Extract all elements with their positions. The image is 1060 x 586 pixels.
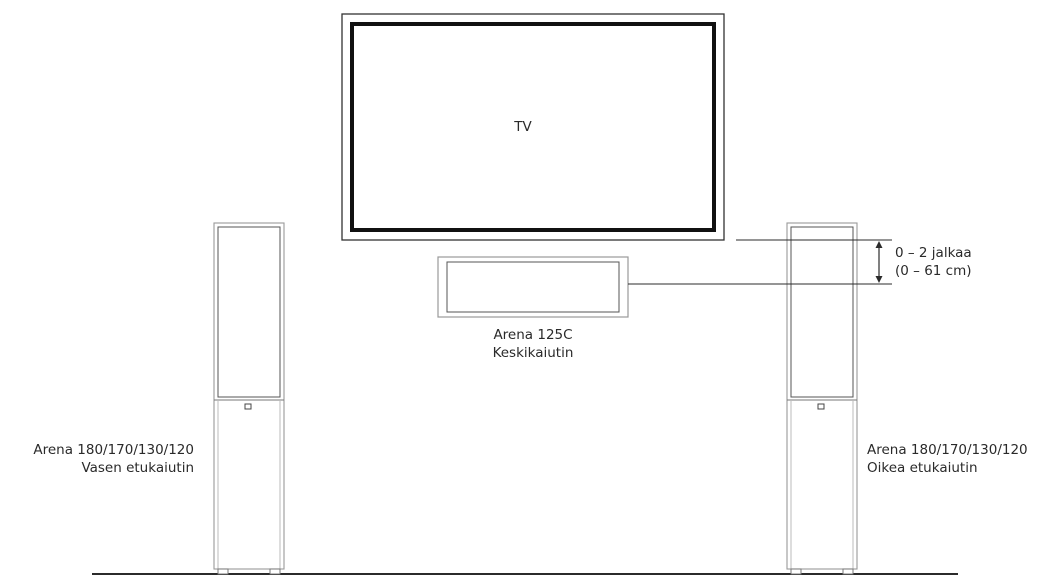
right-speaker-model: Arena 180/170/130/120 <box>867 442 1028 458</box>
height-dimension-arrow <box>875 241 883 283</box>
tv-label: TV <box>514 119 532 135</box>
height-offset-feet: 0 – 2 jalkaa <box>895 245 972 261</box>
left-tower-speaker <box>213 222 285 575</box>
center-speaker-grille <box>446 261 620 313</box>
right-speaker-grille <box>790 226 854 398</box>
left-speaker-foot <box>217 568 229 575</box>
right-tower-speaker <box>786 222 858 575</box>
left-speaker-model: Arena 180/170/130/120 <box>33 442 194 458</box>
left-speaker-foot <box>269 568 281 575</box>
right-speaker-foot <box>842 568 854 575</box>
arrow-down-icon <box>875 276 883 283</box>
center-speaker-role: Keskikaiutin <box>492 345 574 361</box>
left-speaker-badge <box>244 403 252 410</box>
right-speaker-foot <box>790 568 802 575</box>
height-offset-cm: (0 – 61 cm) <box>895 263 972 279</box>
tv <box>341 13 725 241</box>
center-speaker <box>437 256 629 318</box>
right-speaker-role: Oikea etukaiutin <box>867 460 978 476</box>
arrow-up-icon <box>875 241 883 248</box>
left-speaker-role: Vasen etukaiutin <box>81 460 194 476</box>
right-speaker-label: Arena 180/170/130/120 Oikea etukaiutin <box>867 441 1057 477</box>
height-offset-label: 0 – 2 jalkaa (0 – 61 cm) <box>895 244 1025 280</box>
left-speaker-label: Arena 180/170/130/120 Vasen etukaiutin <box>4 441 194 477</box>
center-speaker-label: Arena 125C Keskikaiutin <box>458 326 608 362</box>
left-speaker-grille <box>217 226 281 398</box>
right-speaker-badge <box>817 403 825 410</box>
center-speaker-model: Arena 125C <box>493 327 573 343</box>
tv-screen <box>350 22 716 232</box>
